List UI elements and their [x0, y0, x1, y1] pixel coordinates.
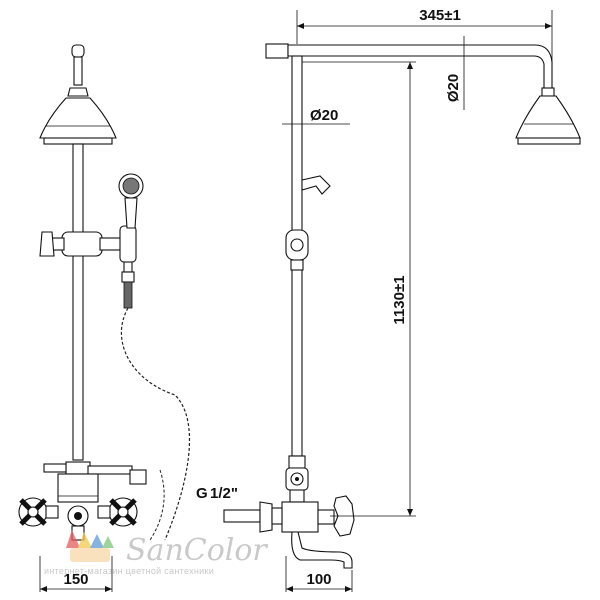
right-cross-handle [108, 497, 138, 527]
watermark-tagline: интернет-магазин цветной сантехники [44, 566, 214, 576]
sancolor-logo-icon [66, 530, 114, 562]
shower-hose [120, 307, 191, 541]
vertical-pipe-front [72, 143, 84, 461]
bath-spout [291, 531, 353, 569]
thread-fraction-label: 1/2" [210, 485, 238, 502]
thread-label: G [196, 485, 208, 502]
side-view: 100 [223, 43, 581, 592]
arm-width-label: 345±1 [419, 7, 461, 24]
spout-width-label: 100 [306, 571, 331, 588]
base-width-label: 150 [63, 571, 88, 588]
front-view: 150 [18, 44, 191, 592]
arm-diameter-label: Ø20 [445, 74, 462, 102]
pipe-diameter-label: Ø20 [310, 107, 338, 124]
shower-head-front [39, 97, 117, 139]
watermark-brand: SanColor [126, 533, 268, 568]
height-label: 1130±1 [391, 275, 408, 324]
sancolor-watermark: SanColor интернет-магазин цветной сантех… [44, 530, 268, 576]
dimension-lines: 345±1 Ø20 Ø20 1130±1 G 1/2" [196, 7, 553, 517]
shower-arm [287, 44, 553, 89]
left-cross-handle [18, 497, 48, 527]
shower-head-side [515, 95, 581, 139]
